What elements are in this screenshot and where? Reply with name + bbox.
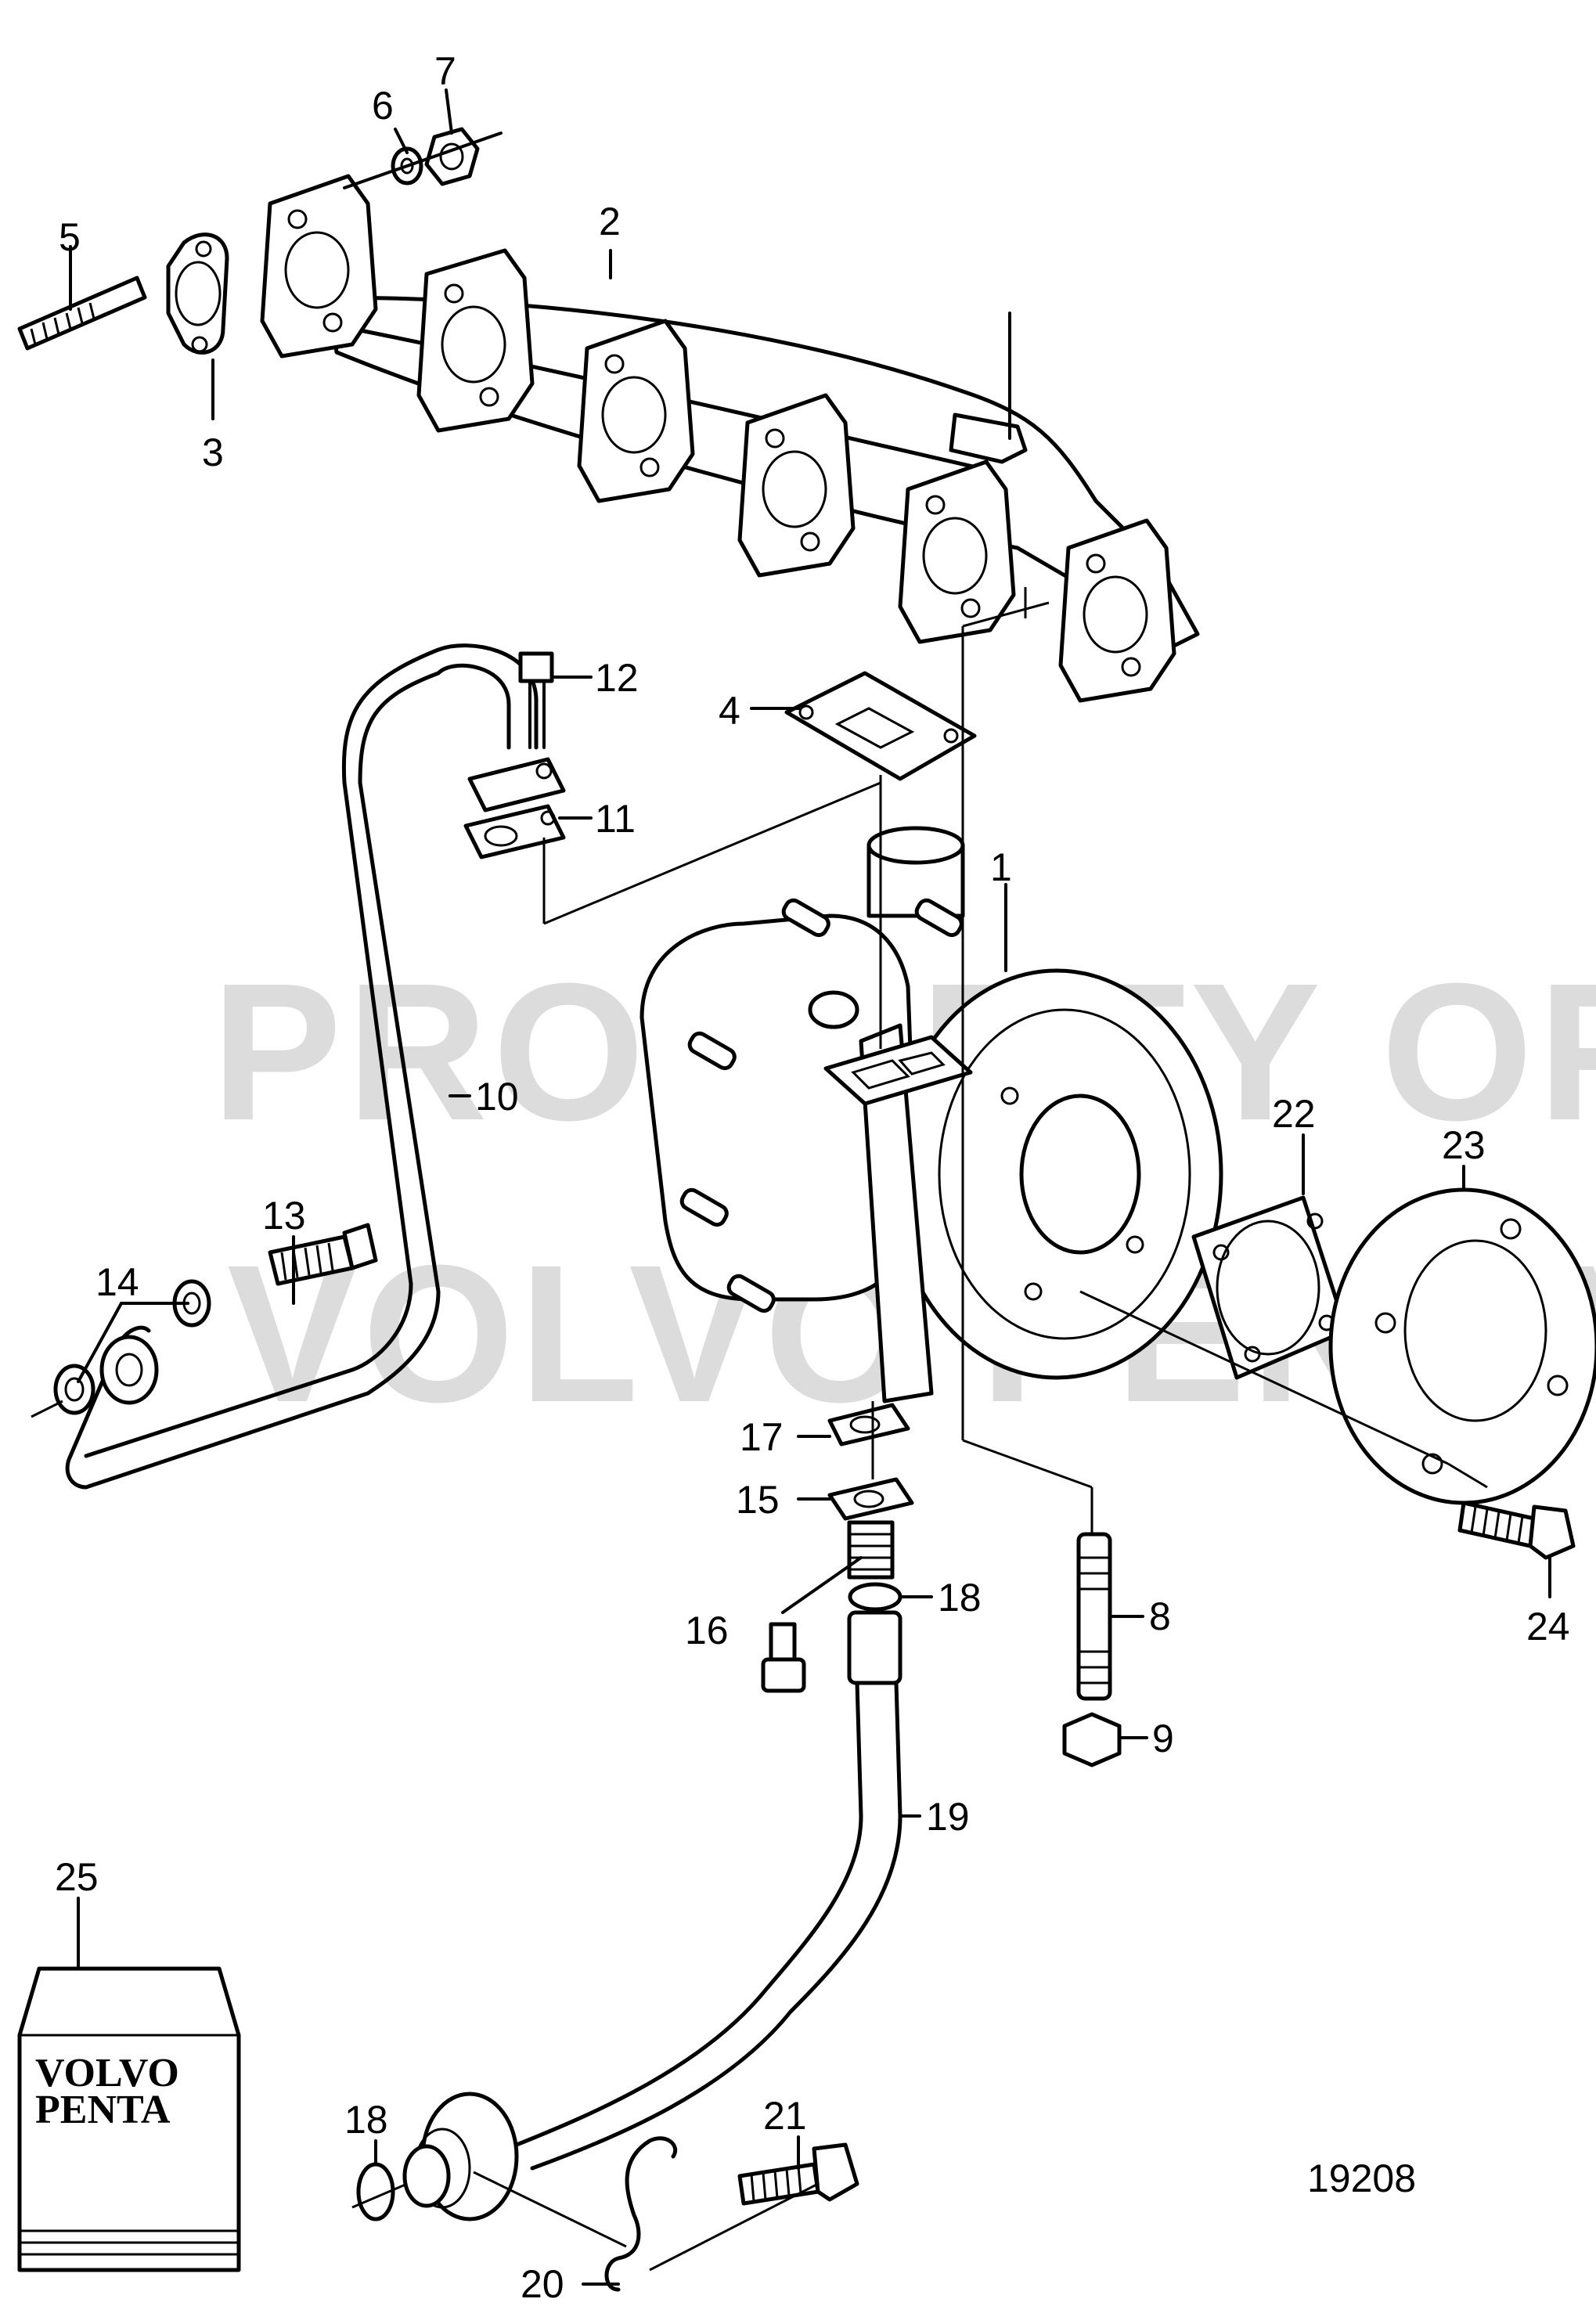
manifold-flanges [260,174,1176,703]
callout-12: 12 [595,656,639,700]
banjo-bolt-13 [268,1223,378,1286]
stud-8 [1076,1532,1112,1701]
callout-19: 19 [926,1795,970,1839]
clip-20 [604,2136,678,2292]
stud-5 [17,276,147,351]
callout-25: 25 [55,1855,99,1899]
callout-20: 20 [521,2262,564,2306]
callout-18-lower: 18 [344,2098,388,2142]
callout-17: 17 [740,1415,784,1459]
oil-feed-gasket [463,804,566,859]
drain-flange-15 [827,1477,914,1580]
callout-24: 24 [1526,1605,1570,1648]
outlet-flange-23 [1328,1187,1596,1505]
callout-8: 8 [1149,1594,1171,1638]
callout-23: 23 [1442,1123,1486,1167]
callout-5: 5 [59,215,81,259]
callout-15: 15 [736,1478,780,1522]
callout-6: 6 [372,84,394,128]
callout-2: 2 [599,200,621,243]
screw-16 [761,1622,806,1693]
kit-logo-line2: PENTA [35,2088,171,2132]
o-ring-18-upper [848,1582,902,1612]
callout-4: 4 [719,689,740,733]
oil-feed-flange [467,757,566,813]
drain-gasket-17 [827,1403,910,1447]
callout-10: 10 [475,1075,519,1119]
turbo-inlet-gasket [784,671,977,781]
leader-lines [31,88,1551,2286]
bolt-24 [1457,1501,1576,1560]
callout-22: 22 [1272,1092,1316,1136]
manifold-gasket [166,232,229,355]
drawing-number: 19208 [1307,2156,1416,2200]
turbo-bolts [679,898,964,1313]
bolt-12 [518,651,554,749]
gasket-kit-25: VOLVO PENTA [17,1966,241,2272]
oil-feed-pipe [65,643,539,1490]
callout-14: 14 [95,1260,139,1304]
callout-11: 11 [595,797,636,841]
callout-18-upper: 18 [938,1576,982,1620]
exhaust-manifold [260,174,1200,703]
oil-return-pipe [402,1610,902,2221]
kit-logo-line1: VOLVO [35,2051,179,2095]
callout-labels: 1 2 3 4 5 6 7 8 9 10 11 12 13 14 15 16 1… [55,49,1570,2306]
callout-3: 3 [202,431,224,474]
banjo-washers-14 [53,1279,211,1415]
callout-1: 1 [990,845,1012,889]
washer-6 [391,146,423,186]
callout-9: 9 [1152,1717,1174,1760]
callout-13: 13 [262,1194,306,1238]
callout-21: 21 [763,2094,807,2138]
nut-7 [424,127,480,186]
nut-9 [1062,1712,1122,1767]
callout-7: 7 [434,49,456,93]
turbocharger [639,826,1223,1403]
callout-16: 16 [685,1609,729,1652]
